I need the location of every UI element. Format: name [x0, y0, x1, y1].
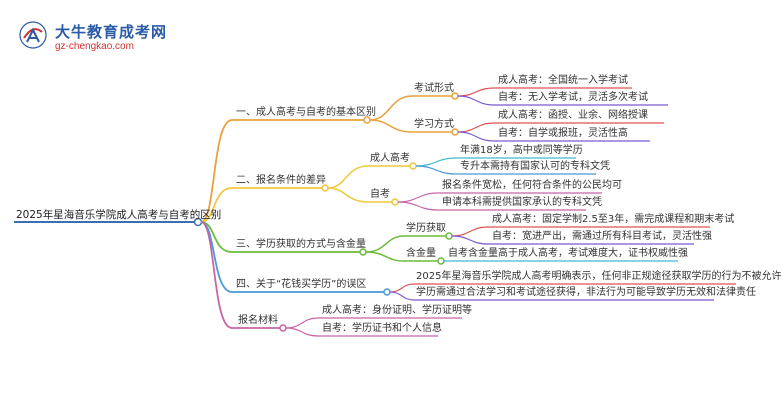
brand-name: 大牛教育成考网 [55, 23, 168, 41]
exam-edge [369, 95, 413, 121]
zk-b-edge [397, 201, 439, 211]
b4-a-label: 2025年星海音乐学院成人高考明确表示，任何非正规途径获取学历的行为不被允许 [416, 271, 781, 282]
study-a-edge [457, 122, 495, 133]
brand-url: gz-chengkao.com [55, 41, 134, 52]
branch4-edge [200, 221, 233, 293]
branch4-label: 四、关于“花钱买学历”的误区 [236, 279, 367, 290]
way-label: 学历获取 [406, 223, 446, 234]
exam-a-label: 成人高考：全国统一入学考试 [498, 75, 628, 86]
zk-a-edge [397, 192, 439, 203]
ck-a-label: 年满18岁，高中或同等学历 [460, 145, 583, 156]
b5-b-label: 自考：学历证书和个人信息 [322, 323, 442, 334]
zk-node [391, 198, 399, 206]
value-edge [365, 251, 405, 262]
mindmap-canvas [14, 87, 736, 337]
zk-edge [327, 187, 369, 203]
study-a-label: 成人高考：函授、业余、网络授课 [498, 110, 648, 121]
ck-node [409, 162, 417, 170]
branch4-node [383, 288, 391, 296]
study-edge [369, 119, 413, 133]
way-node [445, 232, 453, 240]
way-edge [365, 235, 405, 253]
ck-b-edge [415, 165, 457, 175]
b4-b-edge [389, 291, 415, 301]
ck-label: 成人高考 [370, 153, 410, 164]
study-label: 学习方式 [414, 119, 454, 130]
branch1-label: 一、成人高考与自考的基本区别 [236, 107, 376, 118]
zk-label: 自考 [370, 189, 390, 200]
way-a-label: 成人高考：固定学制2.5至3年，需完成课程和期末考试 [492, 214, 735, 225]
branch2-label: 二、报名条件的差异 [236, 175, 326, 186]
way-b-edge [451, 235, 489, 245]
exam-b-edge [457, 95, 495, 106]
value-a-label: 自考含金量高于成人高考，考试难度大，证书权威性强 [448, 248, 688, 259]
branch1-edge [200, 119, 233, 223]
b5-a-label: 成人高考：身份证明、学历证明等 [322, 305, 472, 316]
branch3-label: 三、学历获取的方式与含金量 [236, 239, 366, 250]
b5-a-edge [285, 317, 319, 329]
branch5-node [279, 324, 287, 332]
exam-label: 考试形式 [414, 83, 454, 94]
value-node [437, 257, 445, 265]
root-label: 2025年星海音乐学院成人高考与自考的区别 [16, 209, 222, 221]
b5-b-edge [285, 327, 319, 337]
branch2-edge [200, 187, 233, 223]
study-b-edge [457, 131, 495, 142]
b4-a-edge [389, 283, 415, 293]
b4-b-label: 学历需通过合法学习和考试途径获得，非法行为可能导致学历无效和法律责任 [416, 287, 756, 298]
exam-a-edge [457, 87, 495, 97]
branch5-label: 报名材料 [238, 315, 278, 326]
zk-a-label: 报名条件宽松，任何符合条件的公民均可 [442, 180, 622, 191]
way-b-label: 自考：宽进严出，需通过所有科目考试，灵活性强 [492, 231, 712, 242]
exam-b-label: 自考：无入学考试，灵活多次考试 [498, 92, 648, 103]
branch5-edge [200, 221, 233, 329]
value-label: 含金量 [406, 248, 436, 259]
study-b-label: 自考：自学或报班，灵活性高 [498, 128, 628, 139]
ck-edge [327, 165, 369, 189]
ck-a-edge [415, 157, 457, 167]
zk-b-label: 申请本科需提供国家承认的专科文凭 [442, 197, 602, 208]
ck-b-label: 专升本需持有国家认可的专科文凭 [460, 161, 610, 172]
way-a-edge [451, 226, 489, 237]
logo-icon [19, 21, 47, 49]
